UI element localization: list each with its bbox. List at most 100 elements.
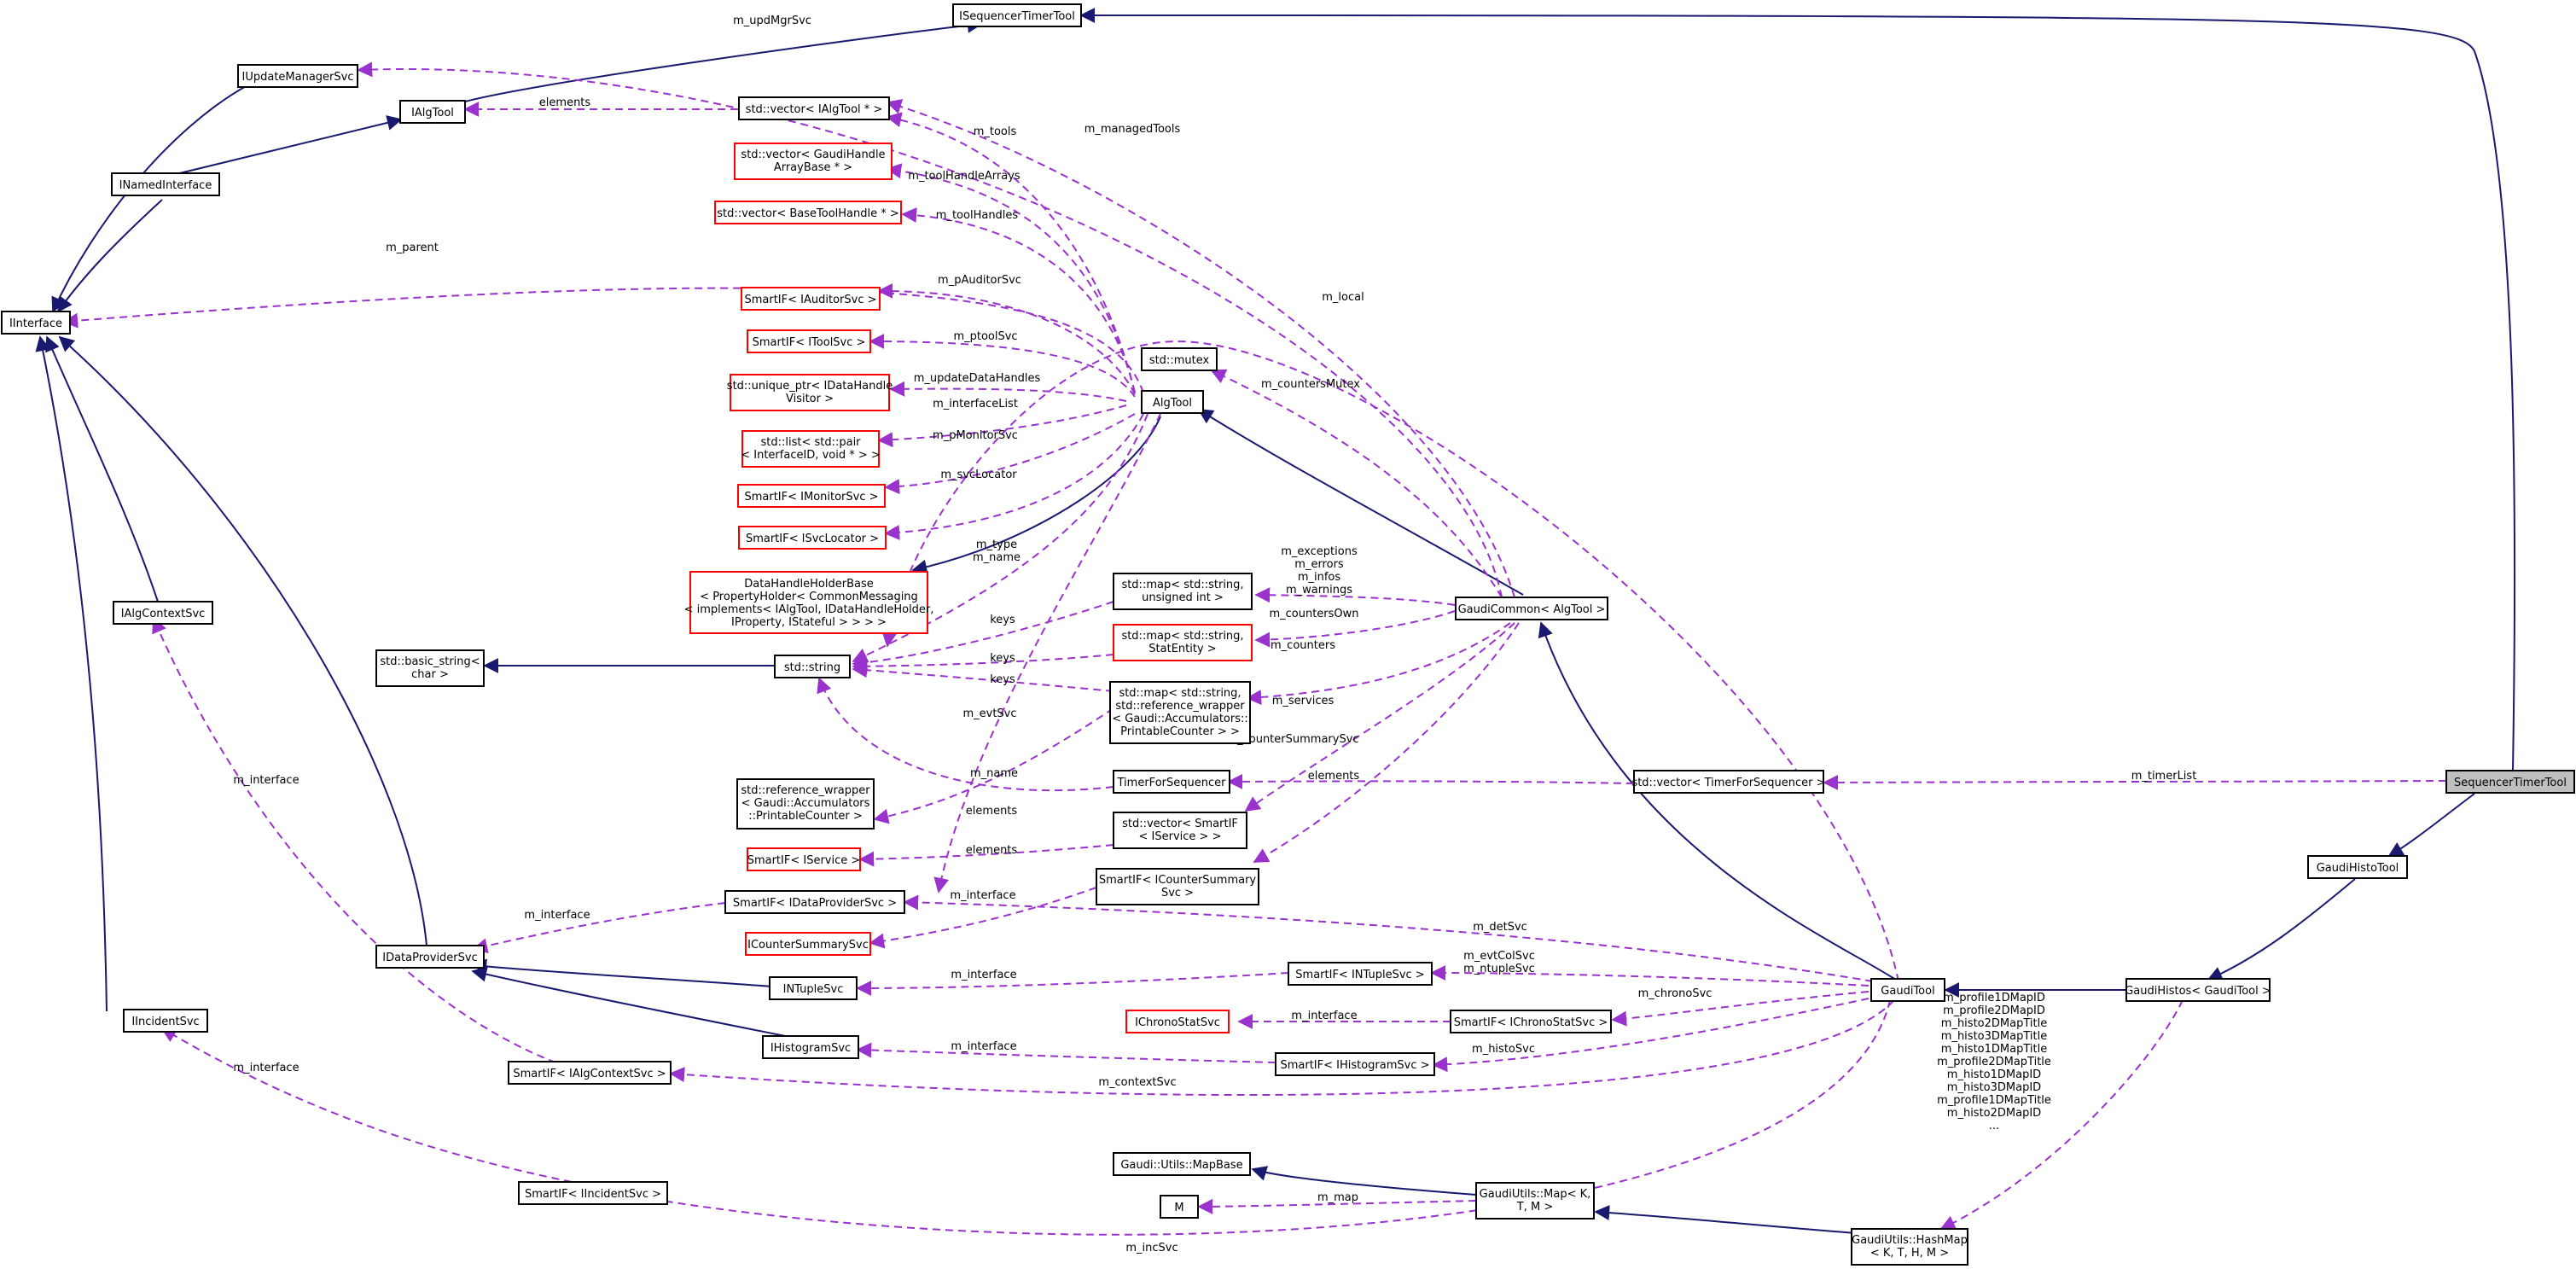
node-gaudihistos[interactable]: GaudiHistos< GaudiTool > (2125, 978, 2271, 1002)
label-line: SmartIF< IService > (747, 854, 861, 867)
node-intuplesvc[interactable]: INTupleSvc (769, 976, 858, 1000)
label-line: keys (990, 614, 1015, 626)
label-line: IProperty, IStateful > > > > (731, 616, 887, 629)
label-elements-tfs: elements (1308, 770, 1360, 783)
label-line: keys (990, 673, 1015, 686)
node-smartif-itoolsvc[interactable]: SmartIF< IToolSvc > (747, 329, 871, 353)
label-line: unsigned int > (1142, 591, 1224, 604)
node-gaudiutils-hashmap[interactable]: GaudiUtils::HashMap< K, T, H, M > (1851, 1228, 1968, 1266)
node-iupdatemanagersvc[interactable]: IUpdateManagerSvc (237, 64, 358, 88)
node-smartif-iincidentsvc[interactable]: SmartIF< IIncidentSvc > (518, 1181, 668, 1205)
node-m[interactable]: M (1160, 1195, 1199, 1219)
node-ialgcontextsvc[interactable]: IAlgContextSvc (113, 601, 213, 625)
node-smartif-ialgcontextsvc[interactable]: SmartIF< IAlgContextSvc > (508, 1061, 672, 1085)
svg-text:IAlgContextSvc: IAlgContextSvc (121, 608, 206, 620)
node-basic-string[interactable]: std::basic_string<char > (375, 649, 485, 687)
label-line: m_interface (1291, 1010, 1357, 1022)
node-gaudihistotool[interactable]: GaudiHistoTool (2307, 855, 2408, 879)
node-icountersummarysvc[interactable]: ICounterSummarySvc (745, 932, 871, 956)
label-line: m_countersOwn (1269, 608, 1358, 620)
node-gaudi-utils-mapbase[interactable]: Gaudi::Utils::MapBase (1113, 1152, 1251, 1176)
edge-m-incsvc (614, 999, 1891, 1236)
svg-text:IUpdateManagerSvc: IUpdateManagerSvc (242, 71, 354, 84)
node-smartif-ihistogramsvc[interactable]: SmartIF< IHistogramSvc > (1275, 1052, 1435, 1076)
node-reference-wrapper[interactable]: std::reference_wrapper< Gaudi::Accumulat… (736, 778, 875, 830)
label-line: std::string (784, 661, 840, 674)
label-elements-rw: elements (966, 805, 1018, 818)
label-line: elements (966, 805, 1018, 818)
label-line: std::reference_wrapper (1115, 700, 1245, 713)
node-datahandleholderbase[interactable]: DataHandleHolderBase< PropertyHolder< Co… (684, 571, 934, 634)
node-map-unsigned[interactable]: std::map< std::string,unsigned int > (1113, 573, 1253, 610)
label-m-updmgrsvc: m_updMgrSvc (733, 15, 811, 27)
edge-gaudicommon-algtool (1197, 409, 1524, 596)
node-gaudiutils-map[interactable]: GaudiUtils::Map< K,T, M > (1475, 1182, 1595, 1220)
node-smartif-iservice[interactable]: SmartIF< IService > (747, 847, 861, 871)
label-line: m_exceptions (1281, 545, 1358, 558)
node-smartif-iauditorsvc[interactable]: SmartIF< IAuditorSvc > (741, 287, 881, 311)
node-smartif-imonitorsvc[interactable]: SmartIF< IMonitorSvc > (737, 484, 886, 508)
svg-text:SmartIF< IService >: SmartIF< IService > (747, 854, 861, 867)
label-line: m_svcLocator (940, 469, 1017, 481)
label-line: ICounterSummarySvc (747, 939, 869, 952)
node-timerforsequencer[interactable]: TimerForSequencer (1113, 770, 1230, 794)
label-line: std::basic_string< (380, 655, 480, 668)
node-map-refwrapper[interactable]: std::map< std::string,std::reference_wra… (1109, 681, 1251, 744)
label-line: IDataProviderSvc (382, 952, 478, 964)
node-gaudicommon[interactable]: GaudiCommon< AlgTool > (1455, 597, 1608, 620)
edge-iinterface-inamedinterface (56, 199, 163, 313)
label-line: m_ntupleSvc (1463, 963, 1535, 975)
edge-algtool-datahandleholderbase (911, 416, 1161, 575)
label-elements-ialgtool: elements (539, 96, 591, 109)
node-list-pair[interactable]: std::list< std::pair< InterfaceID, void … (741, 430, 881, 468)
label-line: ISequencerTimerTool (959, 10, 1075, 23)
label-line: m_evtSvc (962, 707, 1016, 720)
node-smartif-intuplesvc[interactable]: SmartIF< INTupleSvc > (1288, 962, 1433, 986)
node-std-string[interactable]: std::string (774, 655, 851, 678)
svg-text:std::map< std::string,StatEnti: std::map< std::string,StatEntity > (1121, 630, 1243, 655)
edge-m-interface-cs (869, 887, 1097, 949)
svg-text:AlgTool: AlgTool (1153, 397, 1192, 410)
node-gauditool[interactable]: GaudiTool (1870, 978, 1945, 1002)
label-m-countersummarysvc: m_counterSummarySvc (1226, 733, 1358, 746)
node-isequencertimertool[interactable]: ISequencerTimerTool (952, 3, 1082, 27)
node-smartif-idataprovidersvc[interactable]: SmartIF< IDataProviderSvc > (724, 890, 905, 914)
label-m-services: m_services (1272, 695, 1335, 707)
node-sequencertimertool[interactable]: SequencerTimerTool (2445, 770, 2575, 794)
node-inamedinterface[interactable]: INamedInterface (111, 172, 220, 196)
node-iincidentsvc[interactable]: IIncidentSvc (123, 1009, 208, 1033)
node-vector-ialgtool[interactable]: std::vector< IAlgTool * > (738, 96, 890, 120)
label-line: m_profile1DMapID (1943, 992, 2045, 1004)
node-ichronostatsvc[interactable]: IChronoStatSvc (1125, 1010, 1230, 1033)
node-idataprovidersvc[interactable]: IDataProviderSvc (375, 945, 485, 969)
node-iinterface[interactable]: IInterface (1, 311, 71, 335)
node-algtool[interactable]: AlgTool (1141, 390, 1204, 414)
edge-m-interface-inc (160, 1027, 573, 1183)
node-std-mutex[interactable]: std::mutex (1141, 347, 1218, 371)
node-smartif-isvclocator[interactable]: SmartIF< ISvcLocator > (738, 526, 887, 550)
edge-m-evtsvc (933, 413, 1161, 894)
node-vector-basetoolhandle[interactable]: std::vector< BaseToolHandle * > (714, 201, 902, 224)
edge-m-interface-hs (856, 1042, 1276, 1063)
node-smartif-ichronostatsvc[interactable]: SmartIF< IChronoStatSvc > (1450, 1010, 1612, 1033)
node-map-statentity[interactable]: std::map< std::string,StatEntity > (1113, 624, 1253, 661)
node-ialgtool[interactable]: IAlgTool (399, 100, 466, 124)
svg-text:GaudiUtils::Map< K,T, M >: GaudiUtils::Map< K,T, M > (1480, 1188, 1591, 1214)
node-ihistogramsvc[interactable]: IHistogramSvc (762, 1035, 859, 1059)
label-line: IIncidentSvc (131, 1016, 199, 1028)
label-line: m_toolHandleArrays (908, 170, 1021, 183)
label-line: m_interface (233, 774, 299, 787)
label-line: SequencerTimerTool (2454, 777, 2567, 789)
label-line: ::PrintableCounter > (748, 810, 862, 823)
label-line: SmartIF< IDataProviderSvc > (733, 897, 897, 910)
node-vector-smartif[interactable]: std::vector< SmartIF< IService > > (1113, 812, 1247, 849)
node-vector-timerforsequencer[interactable]: std::vector< TimerForSequencer > (1631, 770, 1826, 794)
edge-m-interfacelist (877, 405, 1127, 448)
label-line: IAlgContextSvc (121, 608, 206, 620)
edge-keys1 (852, 601, 1114, 671)
label-line: elements (539, 96, 591, 109)
svg-text:std::map< std::string,unsigned: std::map< std::string,unsigned int > (1121, 579, 1243, 604)
